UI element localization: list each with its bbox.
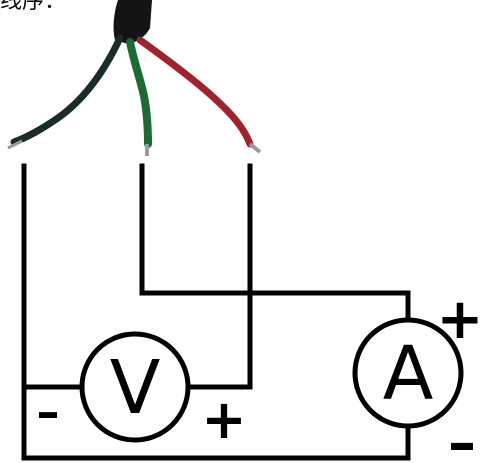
ammeter: A (352, 317, 464, 429)
ammeter-ring (352, 317, 464, 429)
voltmeter-minus-label: – (37, 385, 60, 439)
caption-text: 线序： (0, 0, 67, 14)
voltmeter-plus-label: + (201, 388, 246, 451)
cable-assembly (7, 0, 262, 156)
black-wire (10, 34, 124, 146)
cable-jacket (113, 0, 152, 44)
voltmeter-symbol: V (110, 345, 161, 431)
voltmeter-ring (79, 331, 191, 443)
ground-wire (21, 384, 411, 461)
ammeter-minus-label: – (448, 411, 476, 463)
voltmeter: V (79, 331, 191, 443)
ammeter-plus-label: + (437, 287, 480, 352)
ammeter-symbol: A (383, 331, 434, 417)
right-wire (189, 163, 253, 390)
red-wire-tip (248, 142, 262, 154)
black-wire-tip (7, 139, 23, 150)
middle-wire (139, 163, 411, 330)
left-wire (21, 163, 85, 390)
red-wire (136, 36, 254, 148)
green-wire (126, 38, 152, 148)
